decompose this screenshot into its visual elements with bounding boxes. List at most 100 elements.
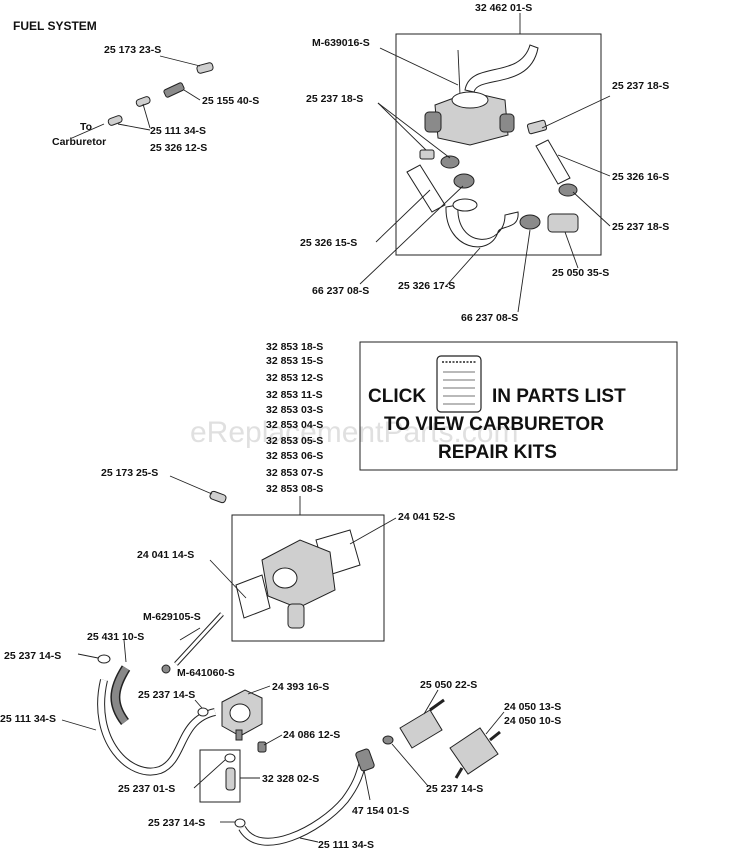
carburetor-throat-part[interactable] bbox=[272, 567, 298, 589]
part-label[interactable]: 32 853 11-S bbox=[266, 389, 323, 401]
part-label[interactable]: 24 041 52-S bbox=[398, 511, 455, 523]
hose-segment-part[interactable] bbox=[196, 62, 214, 74]
pump-outlet-part[interactable] bbox=[499, 113, 515, 133]
part-label[interactable]: 25 111 34-S bbox=[318, 839, 374, 851]
clamp-part[interactable] bbox=[440, 155, 460, 169]
hose-end-part[interactable] bbox=[452, 198, 478, 212]
clamp-part[interactable] bbox=[453, 173, 475, 189]
part-label[interactable]: 32 853 07-S bbox=[266, 467, 323, 479]
clamp-part[interactable] bbox=[224, 753, 236, 763]
part-label[interactable]: 25 237 14-S bbox=[4, 650, 61, 662]
part-label[interactable]: 32 853 08-S bbox=[266, 483, 323, 495]
part-label[interactable]: M-639016-S bbox=[312, 37, 370, 49]
fuel-pump-assembly bbox=[359, 44, 611, 313]
fuel-line-part[interactable] bbox=[535, 139, 571, 185]
carburetor-group-box bbox=[231, 514, 385, 642]
clamp-part[interactable] bbox=[419, 149, 435, 160]
clamp-part[interactable] bbox=[526, 119, 548, 135]
part-label[interactable]: 25 111 34-S bbox=[0, 713, 56, 725]
part-label[interactable]: 25 237 14-S bbox=[148, 817, 205, 829]
fuel-tee-part[interactable] bbox=[355, 748, 375, 772]
note-box bbox=[359, 341, 678, 471]
fuel-line-part[interactable] bbox=[98, 679, 216, 775]
part-label[interactable]: 25 237 14-S bbox=[426, 783, 483, 795]
part-label[interactable]: M-629105-S bbox=[143, 611, 201, 623]
part-label[interactable]: 24 041 14-S bbox=[137, 549, 194, 561]
part-label[interactable]: 25 173 25-S bbox=[101, 467, 158, 479]
pump-inlet-part[interactable] bbox=[424, 111, 442, 133]
pump-diaphragm-part[interactable] bbox=[229, 703, 251, 723]
fuel-pump-group-box bbox=[395, 33, 602, 256]
gasket-part[interactable] bbox=[235, 574, 271, 619]
note-line2: TO VIEW CARBURETOR bbox=[384, 414, 604, 435]
part-label[interactable]: 25 155 40-S bbox=[202, 95, 259, 107]
hose-clip-part[interactable] bbox=[135, 96, 151, 107]
carburetor-body-part[interactable] bbox=[261, 539, 336, 609]
hose-clip-part[interactable] bbox=[107, 115, 123, 126]
part-label[interactable]: 25 050 22-S bbox=[420, 679, 477, 691]
fuel-line-part[interactable] bbox=[406, 164, 446, 213]
pump-cap-part[interactable] bbox=[451, 91, 489, 109]
part-label[interactable]: 32 853 05-S bbox=[266, 435, 323, 447]
screw-part[interactable] bbox=[257, 741, 267, 753]
fastener-part[interactable] bbox=[161, 664, 171, 674]
carburetor-bowl-part[interactable] bbox=[287, 603, 305, 629]
part-label[interactable]: 25 326 16-S bbox=[612, 171, 669, 183]
clamp-part[interactable] bbox=[197, 707, 209, 717]
part-label[interactable]: 25 050 35-S bbox=[552, 267, 609, 279]
clamp-part[interactable] bbox=[234, 818, 246, 828]
part-label[interactable]: 66 237 08-S bbox=[312, 285, 369, 297]
fuel-filter-part[interactable] bbox=[547, 213, 579, 233]
note-line1-left: CLICK bbox=[368, 386, 426, 407]
inline-fuel-filter-part[interactable] bbox=[449, 727, 499, 775]
hose-segment-part[interactable] bbox=[209, 490, 227, 504]
part-label[interactable]: 25 326 17-S bbox=[398, 280, 455, 292]
part-label[interactable]: 25 237 18-S bbox=[612, 80, 669, 92]
to-carburetor-label: Carburetor bbox=[52, 136, 106, 148]
carburetor-assembly bbox=[169, 475, 397, 629]
part-label[interactable]: 25 326 12-S bbox=[150, 142, 207, 154]
part-label[interactable]: 32 853 03-S bbox=[266, 404, 323, 416]
bottom-fuel-line-group bbox=[61, 612, 505, 846]
fitting-group-box bbox=[199, 749, 241, 803]
hose-segment-part[interactable] bbox=[225, 767, 236, 791]
part-label[interactable]: 32 853 06-S bbox=[266, 450, 323, 462]
note-line1-right: IN PARTS LIST bbox=[492, 386, 626, 407]
part-label[interactable]: 25 237 18-S bbox=[612, 221, 669, 233]
fuel-filter-part[interactable] bbox=[399, 709, 443, 749]
part-label[interactable]: 32 462 01-S bbox=[475, 2, 532, 14]
part-label[interactable]: 32 853 04-S bbox=[266, 419, 323, 431]
clamp-part[interactable] bbox=[558, 183, 578, 197]
part-label[interactable]: 25 111 34-S bbox=[150, 125, 206, 137]
part-label[interactable]: 25 237 18-S bbox=[306, 93, 363, 105]
part-label[interactable]: 24 050 10-S bbox=[504, 715, 561, 727]
part-label[interactable]: 24 050 13-S bbox=[504, 701, 561, 713]
part-label[interactable]: 47 154 01-S bbox=[352, 805, 409, 817]
pump-nipple-part[interactable] bbox=[235, 729, 243, 741]
part-label[interactable]: 32 853 18-S bbox=[266, 341, 323, 353]
part-label[interactable]: 25 173 23-S bbox=[104, 44, 161, 56]
part-label[interactable]: 25 431 10-S bbox=[87, 631, 144, 643]
part-label[interactable]: M-641060-S bbox=[177, 667, 235, 679]
part-label[interactable]: 32 853 12-S bbox=[266, 372, 323, 384]
part-label[interactable]: 32 853 15-S bbox=[266, 355, 323, 367]
clamp-part[interactable] bbox=[382, 735, 394, 745]
impulse-hose-part[interactable] bbox=[111, 666, 129, 725]
note-line3: REPAIR KITS bbox=[438, 442, 557, 463]
part-label[interactable]: 32 328 02-S bbox=[262, 773, 319, 785]
clamp-part[interactable] bbox=[519, 214, 541, 230]
clamp-part[interactable] bbox=[97, 654, 111, 664]
fuel-tee-part[interactable] bbox=[163, 82, 185, 98]
fuel-line-part[interactable] bbox=[239, 754, 368, 845]
part-label[interactable]: 24 086 12-S bbox=[283, 729, 340, 741]
part-label[interactable]: 25 237 01-S bbox=[118, 783, 175, 795]
vent-hose-part[interactable] bbox=[464, 44, 539, 93]
part-label[interactable]: 24 393 16-S bbox=[272, 681, 329, 693]
part-label[interactable]: 66 237 08-S bbox=[461, 312, 518, 324]
carburetor-kit-note[interactable]: CLICK IN PARTS LIST TO VIEW CARBURETOR R… bbox=[359, 341, 678, 471]
part-label[interactable]: 25 326 15-S bbox=[300, 237, 357, 249]
elbow-hose-part[interactable] bbox=[445, 204, 519, 248]
parts-list-icon[interactable] bbox=[436, 355, 482, 413]
part-label[interactable]: 25 237 14-S bbox=[138, 689, 195, 701]
